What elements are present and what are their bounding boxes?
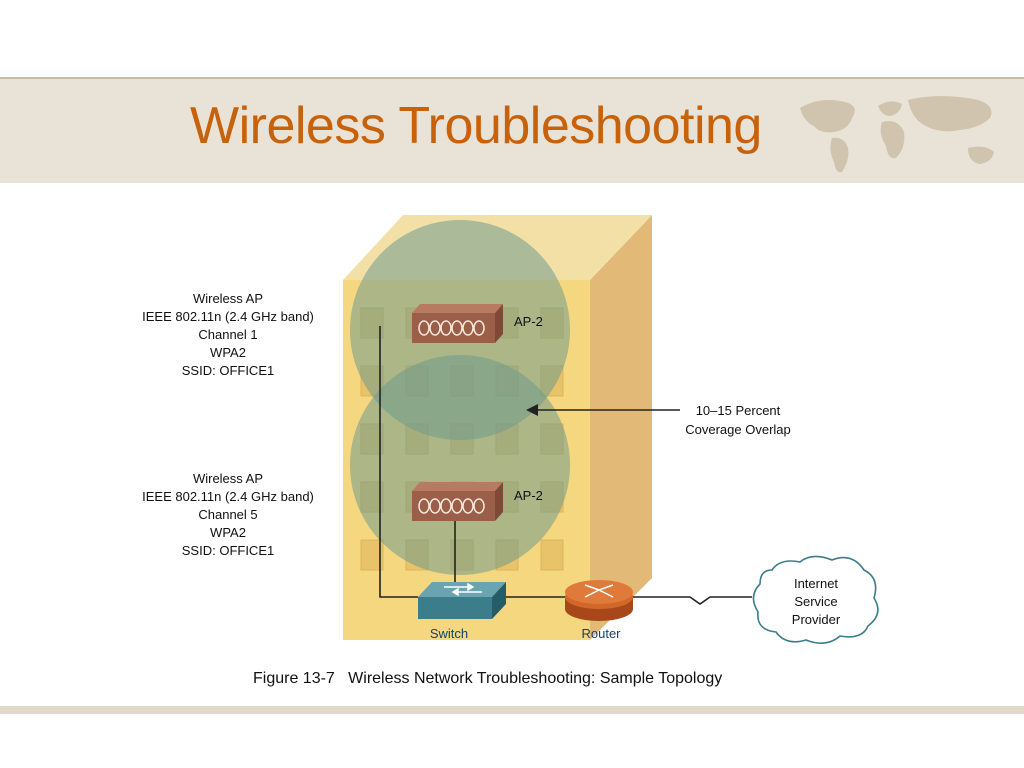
isp-cloud-label-line: Provider — [792, 612, 841, 627]
overlap-arrow — [526, 404, 680, 416]
access-point-bottom — [412, 482, 503, 521]
switch-label: Switch — [430, 626, 468, 641]
ap-bottom-description-line: IEEE 802.11n (2.4 GHz band) — [142, 489, 314, 504]
ap-bottom-description-line: WPA2 — [210, 525, 246, 540]
ap-top-description-line: Channel 1 — [198, 327, 257, 342]
ap-bottom-description: Wireless AP IEEE 802.11n (2.4 GHz band) Ch… — [142, 471, 314, 558]
header-band — [0, 79, 1024, 183]
ap-bottom-label: AP-2 — [514, 488, 543, 503]
ap-top-description-line: IEEE 802.11n (2.4 GHz band) — [142, 309, 314, 324]
building-side — [590, 215, 652, 640]
ap-top-description-line: Wireless AP — [193, 291, 263, 306]
isp-cloud-icon — [752, 555, 879, 644]
router-icon — [565, 580, 633, 621]
switch-icon — [418, 582, 506, 619]
access-point-top — [412, 304, 503, 343]
ap-bottom-description-line: SSID: OFFICE1 — [182, 543, 274, 558]
isp-cloud-label-line: Service — [794, 594, 837, 609]
coverage-area-bottom — [350, 355, 570, 575]
figure-caption: Figure 13-7 Wireless Network Troubleshoo… — [253, 670, 723, 687]
slide-title: Wireless Troubleshooting — [190, 97, 762, 155]
ap-top-description: Wireless AP IEEE 802.11n (2.4 GHz band) Ch… — [142, 291, 314, 378]
isp-cloud-label-line: Internet — [794, 576, 838, 591]
overlap-callout-line: 10–15 Percent — [696, 403, 781, 418]
header-top-rule — [0, 77, 1024, 79]
ap-top-label: AP-2 — [514, 314, 543, 329]
footer-rule — [0, 706, 1024, 714]
overlap-callout-line: Coverage Overlap — [685, 422, 791, 437]
world-map-icon — [800, 96, 994, 173]
ap-bottom-description-line: Wireless AP — [193, 471, 263, 486]
ap-top-description-line: SSID: OFFICE1 — [182, 363, 274, 378]
ap-bottom-description-line: Channel 5 — [198, 507, 257, 522]
router-label: Router — [581, 626, 621, 641]
ap-top-description-line: WPA2 — [210, 345, 246, 360]
network-cables — [379, 326, 752, 605]
